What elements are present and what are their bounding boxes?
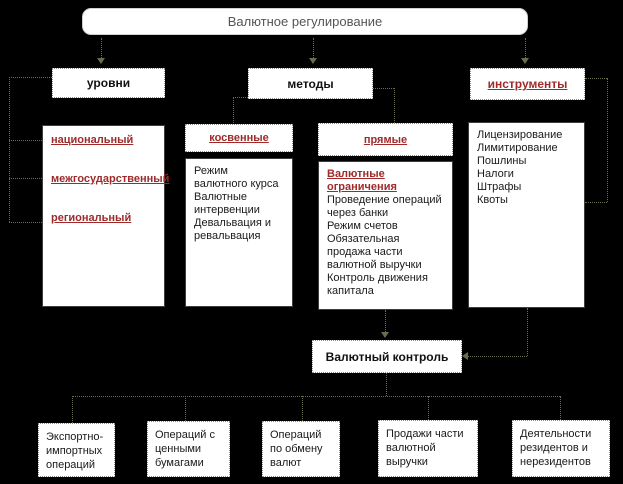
direct-item-operations-through-banks: Проведение операций через банки <box>327 194 442 219</box>
connector-drop-sales <box>428 396 429 420</box>
connector-drop-export-import <box>72 396 73 423</box>
node-title-currency-regulation: Валютное регулирование <box>82 8 528 35</box>
instrument-item-duties: Пошлины <box>477 155 527 167</box>
connector-drop-securities <box>185 396 186 421</box>
area-currency-exchange-label: Операций по обмену валют <box>270 429 323 469</box>
node-area-securities: Операций с ценными бумагами <box>147 421 230 477</box>
instrument-item-licensing: Лицензирование <box>477 129 563 141</box>
node-currency-control: Валютный контроль <box>312 340 462 373</box>
direct-item-account-regime: Режим счетов <box>327 220 398 232</box>
level-item-national: национальный <box>51 134 134 146</box>
node-indirect-list: Режим валютного курса Валютные интервенц… <box>185 158 293 307</box>
connector-levels-branch-national <box>9 140 42 141</box>
node-area-export-import: Экспортно-импортных операций <box>38 423 115 477</box>
arrowhead-direct-control <box>381 332 389 338</box>
node-area-currency-exchange: Операций по обмену валют <box>262 421 340 477</box>
connector-drop-residents <box>560 396 561 420</box>
instrument-item-taxes: Налоги <box>477 168 514 180</box>
connector-instruments-hook-top <box>585 78 607 79</box>
node-instruments-header: инструменты <box>470 68 585 100</box>
direct-subtitle-currency-restrictions: Валютные ограничения <box>327 168 397 193</box>
connector-instruments-control-v <box>527 308 528 356</box>
direct-label: прямые <box>363 133 408 146</box>
connector-control-distribution <box>386 373 387 396</box>
connector-title-methods <box>313 38 314 60</box>
node-levels-list: национальный межгосударственный регионал… <box>42 125 170 307</box>
node-levels-header: уровни <box>52 68 165 98</box>
arrowhead-instruments <box>521 58 529 64</box>
connector-levels-bracket-spine <box>9 77 10 222</box>
connector-methods-indirect-h <box>233 97 248 98</box>
connector-levels-branch-regional <box>9 222 42 223</box>
node-instruments-list: Лицензирование Лимитирование Пошлины Нал… <box>468 122 585 308</box>
node-area-revenue-sales: Продажи части валютной выручки <box>378 420 478 477</box>
connector-title-levels <box>101 38 102 60</box>
instrument-item-quotas: Квоты <box>477 194 508 206</box>
connector-instruments-hook-bottom <box>585 202 607 203</box>
area-securities-label: Операций с ценными бумагами <box>155 429 216 469</box>
connector-instruments-hook-spine <box>607 78 608 202</box>
node-indirect-header: косвенные <box>185 124 293 152</box>
connector-drop-exchange <box>302 396 303 421</box>
direct-item-mandatory-sale: Обязательная продажа части валютной выру… <box>327 233 422 271</box>
direct-item-capital-movement-control: Контроль движения капитала <box>327 272 428 297</box>
arrowhead-levels <box>97 58 105 64</box>
connector-distribution-line <box>72 396 560 397</box>
connector-methods-direct-v <box>394 88 395 123</box>
indirect-label: косвенные <box>209 132 269 144</box>
indirect-item-exchange-rate-regime: Режим валютного курса <box>194 165 279 190</box>
title-label: Валютное регулирование <box>227 14 383 29</box>
node-direct-list: Валютные ограничения Проведение операций… <box>318 161 453 310</box>
indirect-item-currency-interventions: Валютные интервенции <box>194 191 260 216</box>
connector-methods-indirect-v <box>233 97 234 125</box>
node-area-residents: Деятельности резидентов и нерезидентов <box>512 420 610 477</box>
area-export-import-label: Экспортно-импортных операций <box>46 431 104 471</box>
arrowhead-methods <box>309 58 317 64</box>
arrowhead-instruments-control <box>462 352 468 360</box>
instruments-label: инструменты <box>487 77 568 91</box>
currency-control-label: Валютный контроль <box>325 349 449 364</box>
level-item-regional: региональный <box>51 212 132 224</box>
node-direct-header: прямые <box>318 123 453 156</box>
connector-title-instruments <box>525 38 526 60</box>
levels-label: уровни <box>86 76 131 90</box>
indirect-item-devaluation-revaluation: Девальвация и ревальвация <box>194 217 271 242</box>
area-revenue-sales-label: Продажи части валютной выручки <box>386 428 464 468</box>
node-methods-header: методы <box>248 68 373 99</box>
level-item-interstate: межгосударственный <box>51 173 170 185</box>
connector-methods-direct-h <box>373 88 394 89</box>
instrument-item-limiting: Лимитирование <box>477 142 558 154</box>
connector-levels-bracket-top <box>9 77 52 78</box>
area-residents-label: Деятельности резидентов и нерезидентов <box>520 428 592 468</box>
connector-instruments-control-h <box>468 356 527 357</box>
connector-direct-control <box>385 310 386 334</box>
connector-levels-branch-interstate <box>9 178 42 179</box>
methods-label: методы <box>287 76 334 91</box>
instrument-item-fines: Штрафы <box>477 181 522 193</box>
